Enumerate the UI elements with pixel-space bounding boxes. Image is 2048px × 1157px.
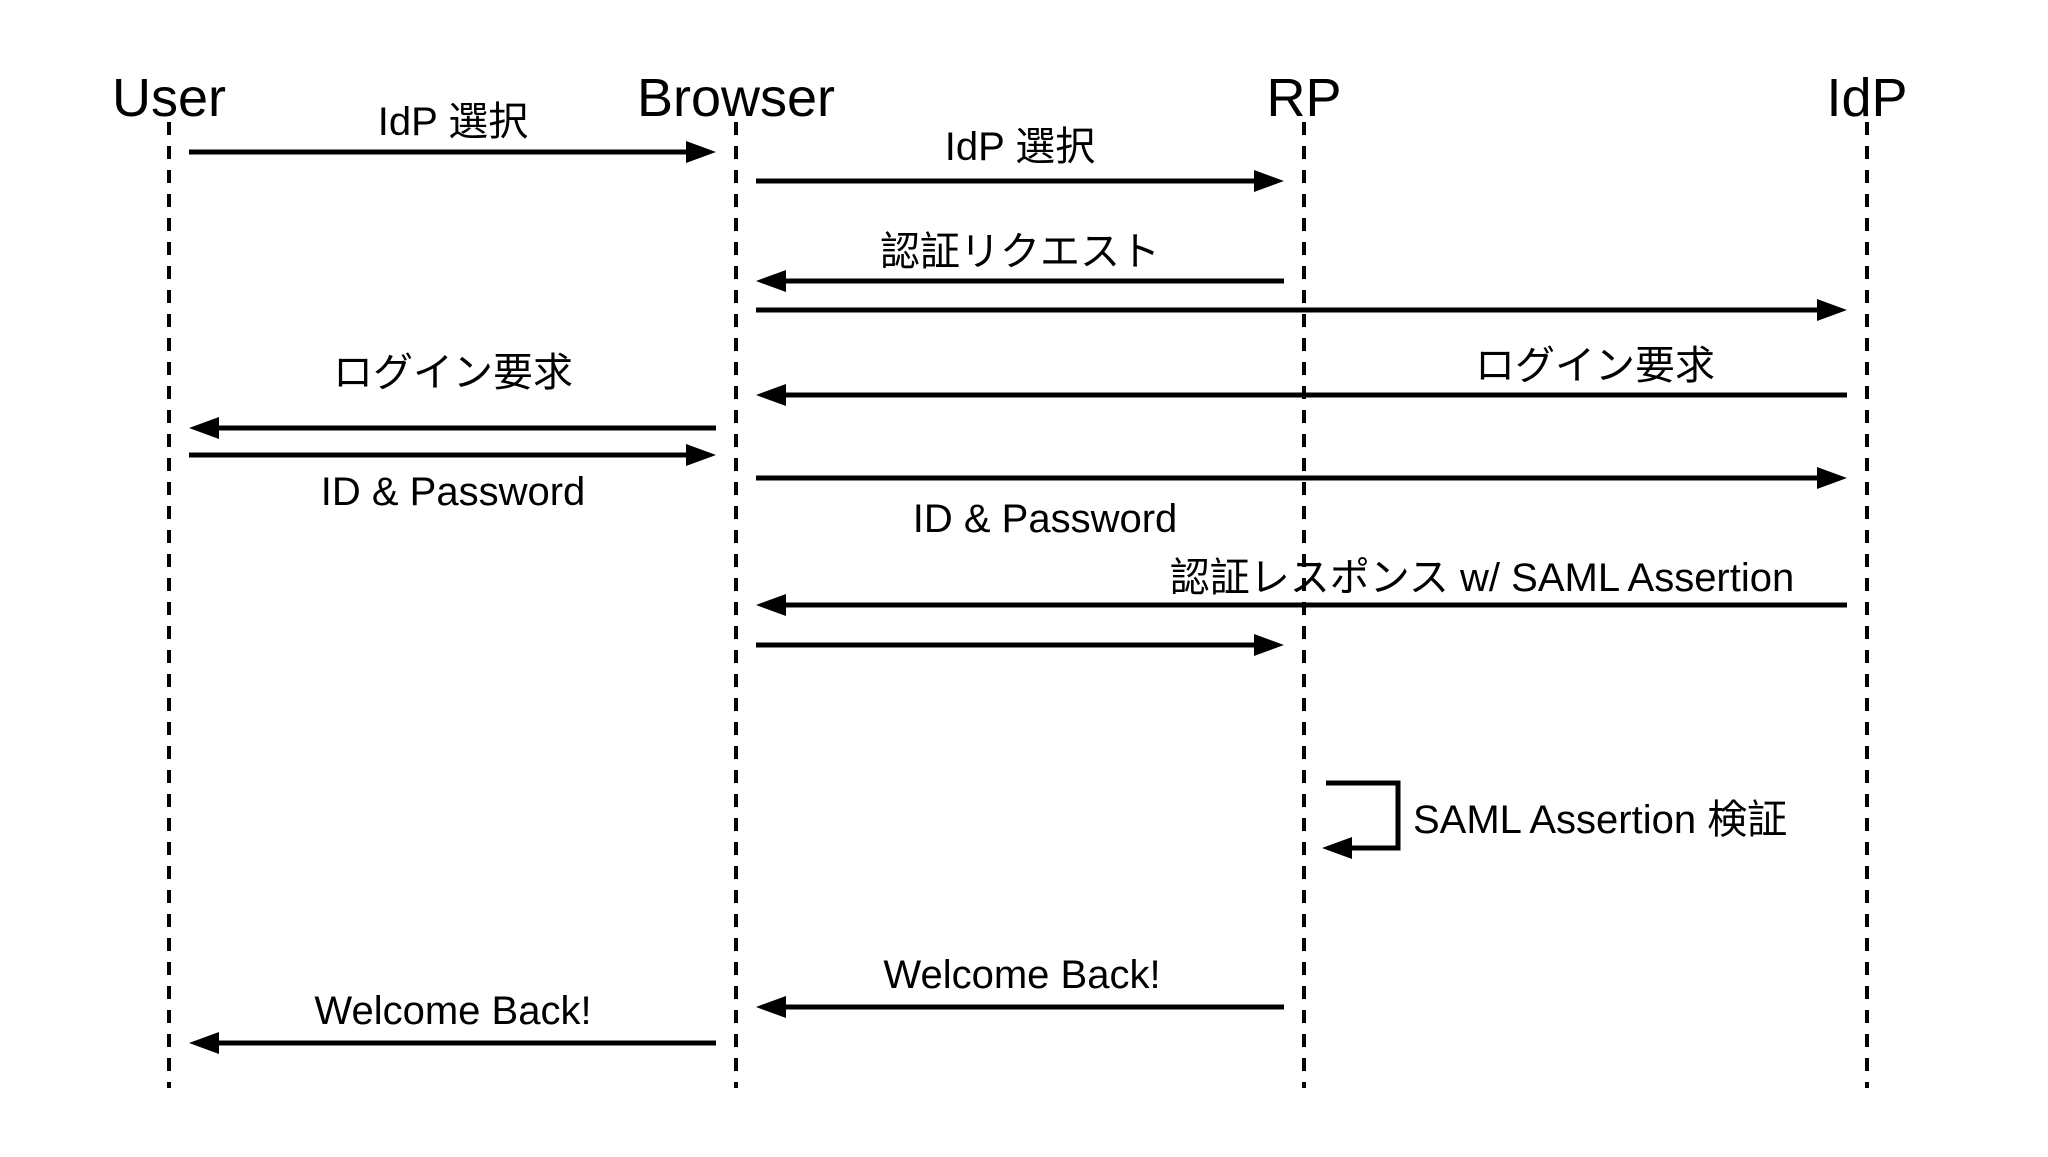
actor-label-browser: Browser bbox=[637, 68, 835, 128]
message-label-8: 認証レスポンス w/ SAML Assertion bbox=[1170, 556, 1795, 600]
self-message-loop bbox=[1326, 780, 1401, 851]
message-label-5: ログイン要求 bbox=[333, 351, 573, 395]
message-arrowhead-11 bbox=[189, 1032, 219, 1054]
message-label-11: Welcome Back! bbox=[314, 989, 591, 1033]
message-label-4: ログイン要求 bbox=[1475, 344, 1715, 388]
self-message-label: SAML Assertion 検証 bbox=[1413, 798, 1787, 842]
self-message-arrowhead bbox=[1322, 837, 1352, 859]
message-arrowhead-5 bbox=[189, 417, 219, 439]
message-arrowhead-6 bbox=[686, 444, 716, 466]
message-label-2: 認証リクエスト bbox=[880, 230, 1160, 274]
message-arrowhead-3 bbox=[1817, 299, 1847, 321]
message-label-1: IdP 選択 bbox=[945, 125, 1095, 169]
actor-label-rp: RP bbox=[1266, 68, 1341, 128]
message-label-7: ID & Password bbox=[913, 497, 1178, 541]
message-arrowhead-0 bbox=[686, 141, 716, 163]
message-label-0: IdP 選択 bbox=[378, 100, 528, 144]
actor-label-user: User bbox=[112, 68, 226, 128]
message-arrowhead-4 bbox=[756, 384, 786, 406]
message-arrowhead-10 bbox=[756, 996, 786, 1018]
message-arrowhead-7 bbox=[1817, 467, 1847, 489]
actor-label-idp: IdP bbox=[1826, 68, 1907, 128]
message-arrowhead-8 bbox=[756, 594, 786, 616]
message-label-6: ID & Password bbox=[321, 470, 586, 514]
message-arrowhead-1 bbox=[1254, 170, 1284, 192]
message-label-10: Welcome Back! bbox=[883, 953, 1160, 997]
message-arrowhead-9 bbox=[1254, 634, 1284, 656]
message-arrowhead-2 bbox=[756, 270, 786, 292]
